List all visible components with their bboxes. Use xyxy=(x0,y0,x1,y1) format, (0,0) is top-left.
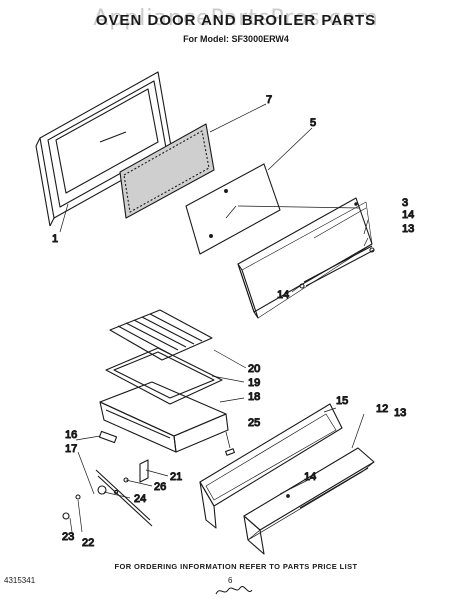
callout-5: 5 xyxy=(310,117,316,129)
part-broiler-door-frame xyxy=(199,403,343,529)
callout-12: 12 xyxy=(376,403,388,415)
part-outer-door-panel xyxy=(237,197,375,319)
handwritten-signature xyxy=(214,584,254,601)
callout-21: 21 xyxy=(170,471,182,483)
part-insulation xyxy=(119,123,215,219)
leader-lines xyxy=(59,103,369,533)
watermark: AppliancePartsPros.com xyxy=(93,6,379,31)
part-broiler-door-panel xyxy=(243,447,375,555)
callout-14-b: 14 xyxy=(277,289,289,301)
callout-17: 17 xyxy=(65,443,77,455)
callout-25: 25 xyxy=(248,417,260,429)
model-subtitle: For Model: SF3000ERW4 xyxy=(183,34,289,44)
callout-24: 24 xyxy=(134,493,146,505)
page-number: 6 xyxy=(228,576,233,585)
signature-scribble xyxy=(215,586,253,595)
part-door-glass xyxy=(185,163,281,255)
callout-14: 14 xyxy=(402,209,414,221)
callout-20: 20 xyxy=(248,363,260,375)
callout-22: 22 xyxy=(82,537,94,549)
part-broiler-drawer xyxy=(99,381,229,453)
part-broiler-grid xyxy=(109,309,213,361)
callout-26: 26 xyxy=(154,481,166,493)
callout-1: 1 xyxy=(52,233,58,245)
callout-15: 15 xyxy=(336,395,348,407)
ordering-info-footer: FOR ORDERING INFORMATION REFER TO PARTS … xyxy=(114,562,358,571)
part-broiler-pan xyxy=(105,347,223,405)
callout-13-b: 13 xyxy=(394,407,406,419)
document-id: 4315341 xyxy=(4,576,36,585)
callout-19: 19 xyxy=(248,377,260,389)
callout-14-c: 14 xyxy=(304,471,316,483)
callout-3: 3 xyxy=(402,197,408,209)
part-bracket xyxy=(113,459,149,495)
page-title: OVEN DOOR AND BROILER PARTS xyxy=(95,12,377,29)
callout-13: 13 xyxy=(402,223,414,235)
callout-23: 23 xyxy=(62,531,74,543)
callout-18: 18 xyxy=(248,391,260,403)
callout-16: 16 xyxy=(65,429,77,441)
callout-7: 7 xyxy=(266,94,272,106)
part-rollers xyxy=(62,430,153,527)
